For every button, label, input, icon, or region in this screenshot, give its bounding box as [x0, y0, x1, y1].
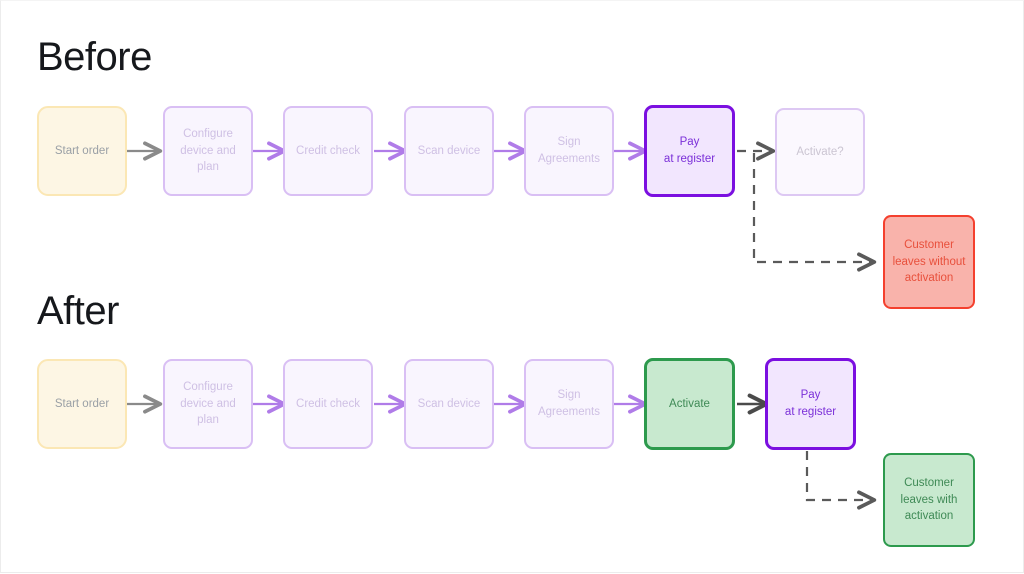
dashed-pay-to-customer-leaves-with — [805, 451, 877, 510]
after-node-scan-device[interactable]: Scan device — [404, 359, 494, 449]
before-node-customer-leaves-without-activation[interactable]: Customer leaves without activation — [883, 215, 975, 309]
after-node-start-order[interactable]: Start order — [37, 359, 127, 449]
before-node-pay-at-register[interactable]: Pay at register — [644, 105, 735, 197]
before-node-configure[interactable]: Configure device and plan — [163, 106, 253, 196]
before-node-activate-question[interactable]: Activate? — [775, 108, 865, 196]
section-title-before: Before — [37, 35, 152, 79]
after-node-activate[interactable]: Activate — [644, 358, 735, 450]
before-node-scan-device[interactable]: Scan device — [404, 106, 494, 196]
after-node-credit-check[interactable]: Credit check — [283, 359, 373, 449]
after-node-sign-agreements[interactable]: Sign Agreements — [524, 359, 614, 449]
after-node-pay-at-register[interactable]: Pay at register — [765, 358, 856, 450]
section-title-after: After — [37, 289, 119, 333]
before-node-sign-agreements[interactable]: Sign Agreements — [524, 106, 614, 196]
after-node-configure[interactable]: Configure device and plan — [163, 359, 253, 449]
before-node-start-order[interactable]: Start order — [37, 106, 127, 196]
after-node-customer-leaves-with-activation[interactable]: Customer leaves with activation — [883, 453, 975, 547]
before-node-credit-check[interactable]: Credit check — [283, 106, 373, 196]
